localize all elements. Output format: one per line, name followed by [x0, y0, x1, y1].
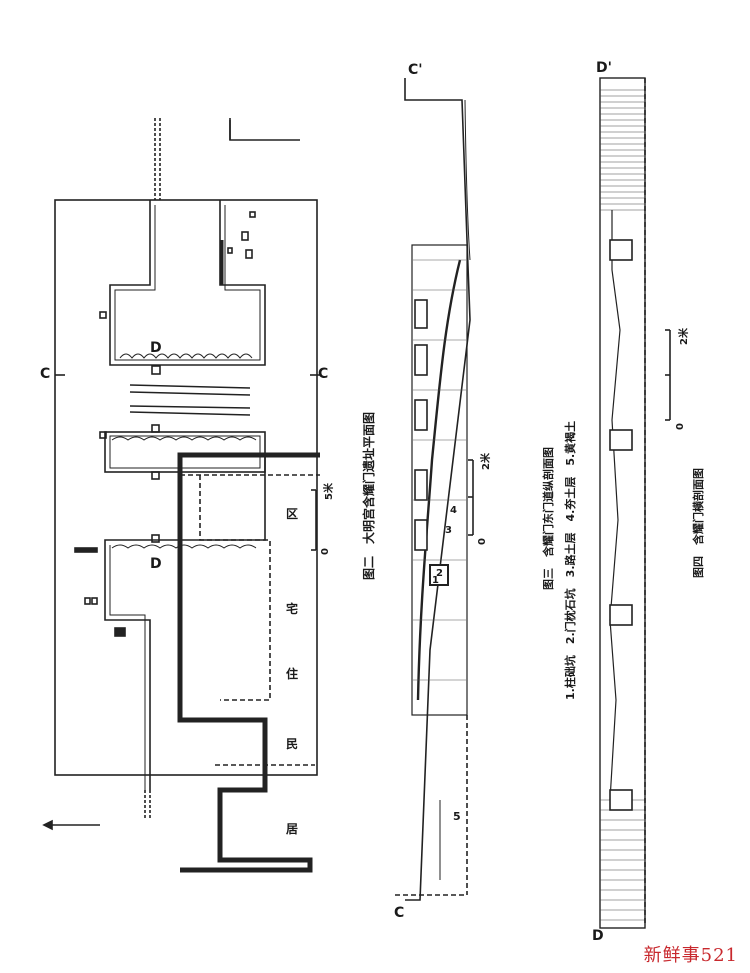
fig2-label-c-right: C	[318, 366, 329, 382]
fig3-label-c-bottom: C	[394, 905, 405, 921]
fig3-road-layer	[416, 259, 462, 701]
fig2-zone-char-4: 民	[286, 737, 299, 751]
fig3-layer-5: 5	[453, 810, 461, 823]
fig2-label-d-bottom: D	[150, 556, 162, 572]
fig4-profile-line	[609, 210, 621, 801]
fig2-dwelling-wall	[177, 452, 320, 873]
fig3-section	[395, 78, 474, 901]
fig3-layer-3: 3	[445, 525, 452, 536]
fig4-scale-label: 2米	[679, 328, 690, 345]
fig2-zone-char-1: 区	[286, 507, 299, 521]
fig3-scale-zero: 0	[477, 538, 488, 545]
fig2-east-gate-outline	[109, 200, 266, 366]
watermark: 新鲜事521	[643, 945, 738, 966]
fig2-scale-label: 5米	[324, 483, 335, 500]
fig2-caption: 图二 大明宫含耀门遗址平面图	[362, 411, 376, 580]
fig3-layer-2: 2	[436, 568, 443, 579]
fig2-zone-char-2: 宅	[286, 602, 299, 616]
fig4-caption: 图四 含耀门横剖面图	[692, 468, 705, 578]
fig2-west-gate-outline	[104, 455, 266, 790]
fig2-zone-char-5: 居	[286, 822, 299, 836]
fig3-layer-4: 4	[450, 505, 457, 516]
fig3-caption: 图三 含耀门东门道纵剖面图	[542, 447, 555, 590]
fig4-label-d-top: D'	[596, 60, 612, 76]
fig2-outer-boundary	[54, 199, 318, 776]
fig4-scale-zero: 0	[675, 423, 686, 430]
fig2-label-c-left: C	[40, 366, 51, 382]
fig4-section	[599, 77, 671, 929]
fig3-layer-1: 1	[432, 575, 439, 586]
fig2-label-d-top: D	[150, 340, 162, 356]
fig4-label-d-bottom: D	[592, 928, 604, 944]
fig2-scale-zero: 0	[320, 548, 331, 555]
fig2-zone-char-3: 住	[286, 667, 299, 681]
fig3-label-c-top: C'	[408, 62, 423, 78]
fig2-plan	[42, 118, 320, 873]
fig3-legend: 1.柱础坑 2.门枕石坑 3.路土层 4.夯土层 5.黄褐土	[564, 420, 577, 700]
fig2-middle-gate-outline	[104, 431, 266, 473]
fig3-scale-label: 2米	[481, 453, 492, 470]
